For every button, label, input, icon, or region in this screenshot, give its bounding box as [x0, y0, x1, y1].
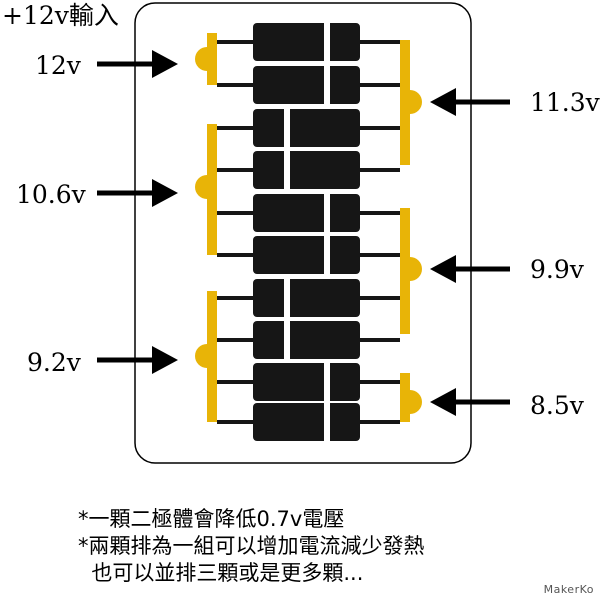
solder-pad — [410, 90, 422, 114]
solder-pad — [195, 344, 207, 368]
arrow-head — [152, 346, 178, 374]
diode-body — [253, 321, 360, 359]
arrow-head — [430, 88, 456, 116]
diode-cathode-band — [284, 279, 290, 317]
notes: *一顆二極體會降低0.7v電壓 *兩顆排為一組可以增加電流減少發熱 也可以並排三… — [78, 506, 425, 587]
voltage-label-8-5v: 8.5v — [530, 391, 585, 420]
copper-rail — [207, 291, 217, 422]
diode-cathode-band — [284, 109, 290, 147]
input-title: +12v輸入 — [2, 1, 119, 30]
diode-body — [253, 403, 360, 441]
diode-body — [253, 109, 360, 147]
diode-board — [195, 23, 422, 441]
voltage-arrow — [97, 179, 178, 207]
diode-body — [253, 279, 360, 317]
arrow-head — [430, 255, 456, 283]
diode-cathode-band — [324, 194, 330, 232]
solder-pad — [195, 175, 207, 199]
copper-rail — [207, 33, 217, 85]
copper-rail — [207, 124, 217, 255]
diode-body — [253, 151, 360, 189]
voltage-arrow — [430, 255, 510, 283]
copper-rail — [400, 40, 410, 165]
diode-cathode-band — [284, 321, 290, 359]
voltage-arrow — [97, 346, 178, 374]
voltage-label-12v: 12v — [35, 51, 82, 80]
diode-cathode-band — [324, 363, 330, 401]
copper-rail — [400, 373, 410, 422]
diode-body — [253, 23, 360, 61]
diode-cathode-band — [324, 403, 330, 441]
voltage-label-11-3v: 11.3v — [530, 88, 600, 117]
copper-rail — [400, 208, 410, 334]
arrow-head — [152, 179, 178, 207]
watermark-logo: MakerKo — [543, 583, 594, 596]
arrow-head — [430, 388, 456, 416]
diode-cathode-band — [324, 66, 330, 104]
voltage-label-9-2v: 9.2v — [27, 348, 82, 377]
diode-body — [253, 66, 360, 104]
voltage-arrow — [430, 88, 510, 116]
note-parallel-pair: *兩顆排為一組可以增加電流減少發熱 — [78, 534, 425, 558]
note-voltage-drop: *一顆二極體會降低0.7v電壓 — [78, 507, 345, 531]
voltage-arrow — [97, 50, 178, 78]
solder-pad — [410, 257, 422, 281]
voltage-arrow — [430, 388, 510, 416]
note-more-diodes: 也可以並排三顆或是更多顆... — [78, 561, 364, 585]
voltage-label-9-9v: 9.9v — [530, 255, 585, 284]
diode-body — [253, 363, 360, 401]
solder-pad — [410, 390, 422, 414]
diode-body — [253, 236, 360, 274]
diode-cathode-band — [324, 236, 330, 274]
voltage-label-10-6v: 10.6v — [16, 180, 87, 209]
solder-pad — [195, 47, 207, 71]
diode-cathode-band — [284, 151, 290, 189]
voltage-arrows — [97, 50, 510, 416]
arrow-head — [152, 50, 178, 78]
diode-body — [253, 194, 360, 232]
diode-cathode-band — [324, 23, 330, 61]
board-outline — [134, 2, 472, 464]
